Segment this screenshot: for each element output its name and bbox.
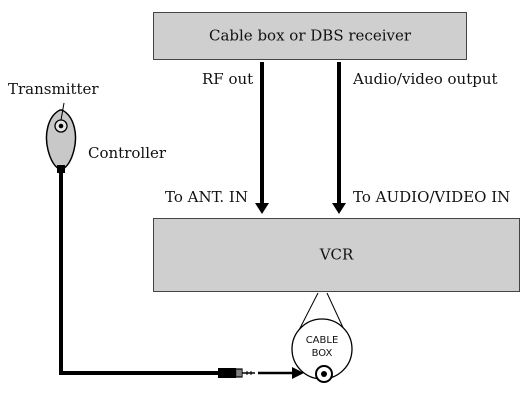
- cable-box-jack: CABLE BOX: [291, 292, 353, 383]
- to-av-in-label: To AUDIO/VIDEO IN: [353, 188, 511, 206]
- av-output-arrow: [332, 62, 346, 214]
- controller-cable: [59, 168, 220, 375]
- receiver-box: Cable box or DBS receiver: [153, 12, 467, 60]
- controller-label: Controller: [88, 144, 167, 162]
- controller-icon: [45, 102, 77, 173]
- rf-out-label: RF out: [202, 70, 254, 88]
- transmitter-label: Transmitter: [8, 80, 99, 98]
- jack-label-line1: CABLE: [306, 335, 339, 346]
- av-output-label: Audio/video output: [353, 70, 498, 88]
- jack-label-line2: BOX: [312, 348, 333, 359]
- vcr-box: VCR: [153, 218, 520, 292]
- receiver-box-label: Cable box or DBS receiver: [208, 26, 412, 45]
- to-ant-in-label: To ANT. IN: [165, 188, 248, 206]
- vcr-box-label: VCR: [319, 245, 354, 264]
- cable-plug: [218, 367, 304, 379]
- rf-out-arrow: [255, 62, 269, 214]
